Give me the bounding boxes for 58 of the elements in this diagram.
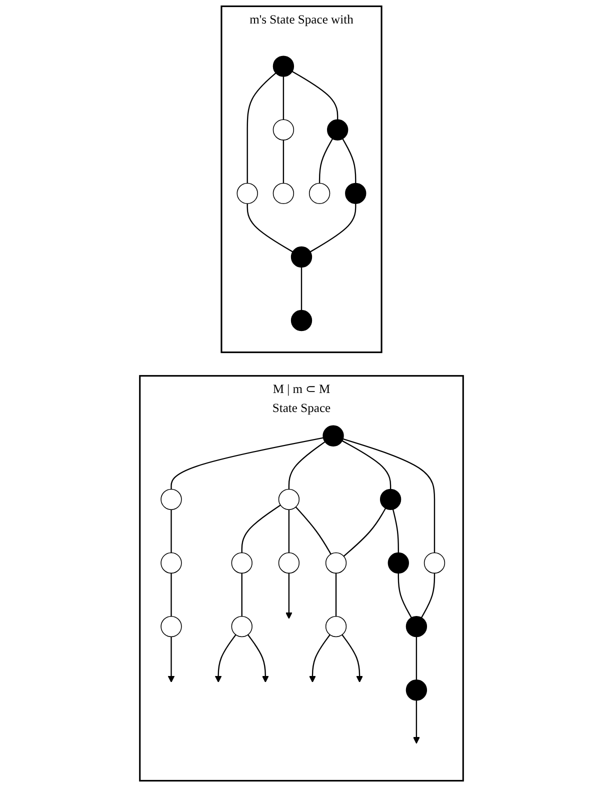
connector bbox=[241, 504, 281, 553]
connector bbox=[392, 509, 399, 553]
connector bbox=[170, 573, 172, 616]
connector bbox=[300, 267, 302, 310]
connector bbox=[170, 437, 324, 490]
connector bbox=[342, 138, 356, 184]
node-circle bbox=[272, 56, 294, 77]
node-circle bbox=[160, 488, 182, 510]
node-circle bbox=[160, 552, 182, 574]
connector bbox=[342, 440, 392, 490]
cluster: M | m ⊂ M State Space bbox=[139, 375, 464, 782]
connector bbox=[416, 636, 418, 680]
node-circle bbox=[160, 616, 182, 638]
node-circle bbox=[325, 552, 347, 574]
node-circle bbox=[424, 552, 446, 574]
node-circle bbox=[231, 552, 252, 574]
arrow bbox=[286, 573, 292, 619]
connector bbox=[343, 508, 386, 557]
node-circle bbox=[406, 616, 428, 638]
connector bbox=[398, 573, 412, 618]
node-circle bbox=[406, 680, 428, 701]
connector bbox=[282, 140, 284, 184]
node-circle bbox=[236, 182, 258, 204]
connector bbox=[170, 510, 172, 553]
connector bbox=[282, 76, 284, 120]
node-circle bbox=[325, 616, 347, 638]
node-circle bbox=[290, 310, 312, 332]
node-circle bbox=[388, 552, 409, 574]
node-circle bbox=[308, 182, 330, 204]
arrow bbox=[168, 636, 175, 683]
arrow bbox=[214, 634, 236, 683]
connector bbox=[318, 138, 334, 184]
node-circle bbox=[272, 119, 294, 140]
connector bbox=[288, 510, 290, 553]
connector bbox=[342, 438, 436, 553]
node-circle bbox=[278, 552, 300, 574]
node-circle bbox=[231, 616, 252, 638]
node-circle bbox=[278, 488, 300, 510]
connector bbox=[335, 573, 337, 616]
node-circle bbox=[327, 119, 348, 140]
arrow bbox=[309, 634, 330, 683]
node-circle bbox=[290, 246, 312, 268]
connector bbox=[310, 204, 356, 252]
node-circle bbox=[380, 488, 402, 510]
connector bbox=[295, 506, 332, 554]
connector bbox=[246, 72, 276, 184]
node-circle bbox=[345, 182, 366, 204]
connector bbox=[246, 204, 293, 252]
arrow bbox=[413, 700, 420, 744]
cluster: m's State Space with bbox=[220, 6, 382, 354]
arrow bbox=[342, 634, 364, 683]
arrow bbox=[247, 634, 269, 683]
connector bbox=[241, 573, 242, 616]
node-circle bbox=[322, 425, 344, 446]
connector bbox=[288, 441, 326, 490]
connector bbox=[420, 573, 436, 618]
connector bbox=[292, 70, 338, 120]
node-circle bbox=[272, 182, 294, 204]
